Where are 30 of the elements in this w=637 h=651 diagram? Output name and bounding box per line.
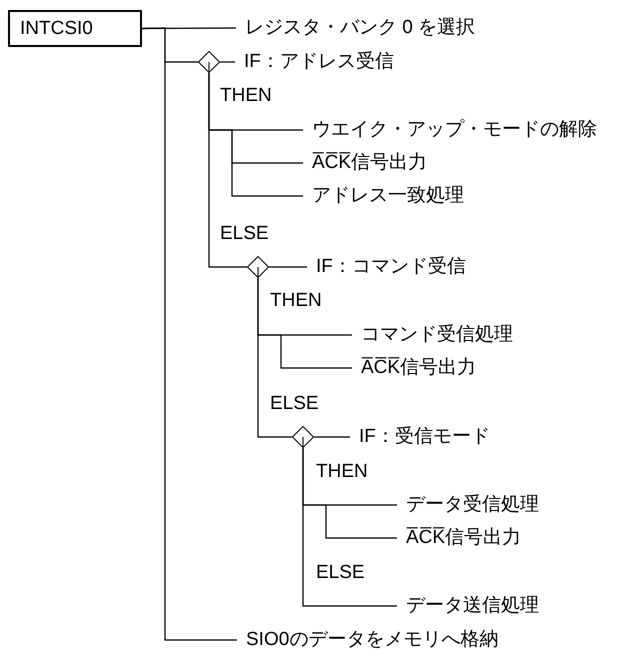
connector-line <box>257 278 292 438</box>
step-text: IF：コマンド受信 <box>307 256 466 278</box>
step-text: IF：受信モード <box>350 426 490 448</box>
connector-line <box>220 61 235 63</box>
step-text: アドレス一致処理 <box>303 185 464 207</box>
branch-label: ELSE <box>316 562 365 584</box>
decision-diamond <box>247 256 269 278</box>
step-text: A̅C̅K̅信号出力 <box>303 152 428 174</box>
branch-label: THEN <box>316 461 368 483</box>
decision-diamond <box>198 51 220 73</box>
decision-diamond <box>292 426 314 448</box>
branch-label: ELSE <box>270 393 319 415</box>
step-text: コマンド受信処理 <box>352 324 513 346</box>
connector-line <box>142 27 237 641</box>
step-text: レジスタ・バンク 0 を選択 <box>236 17 476 39</box>
branch-label: THEN <box>220 85 272 107</box>
step-text: ウエイク・アップ・モードの解除 <box>303 119 597 141</box>
branch-label: THEN <box>270 290 322 312</box>
step-text: データ受信処理 <box>397 494 539 516</box>
connector-line <box>269 266 307 268</box>
process-box: INTCSI0 <box>8 10 142 47</box>
step-text: SIO0のデータをメモリへ格納 <box>237 629 498 651</box>
step-text: データ送信処理 <box>397 595 539 617</box>
connector-line <box>208 73 247 268</box>
step-text: A̅C̅K̅信号出力 <box>397 527 522 549</box>
connector-line <box>314 436 350 438</box>
connector-line <box>302 448 397 607</box>
step-text: IF：アドレス受信 <box>235 51 394 73</box>
branch-label: ELSE <box>220 223 269 245</box>
step-text: A̅C̅K̅信号出力 <box>352 357 476 379</box>
